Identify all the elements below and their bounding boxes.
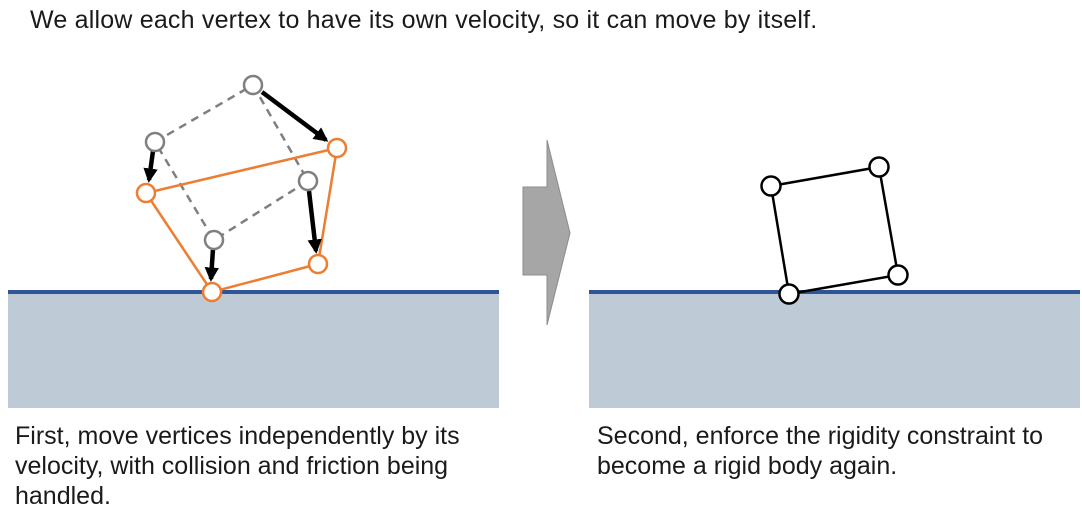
rigid-vertex	[887, 264, 909, 286]
right-caption: Second, enforce the rigidity constraint …	[597, 422, 1044, 480]
velocity-arrow	[143, 150, 158, 183]
new-vertex	[326, 137, 348, 159]
ground-right	[589, 292, 1080, 408]
old-vertex	[297, 170, 319, 192]
right-panel	[589, 156, 1080, 408]
left-caption: First, move vertices independently by it…	[15, 422, 460, 510]
new-vertex	[307, 253, 329, 275]
old-vertex	[242, 74, 264, 96]
rigid-body-box	[769, 165, 900, 296]
slide-title: We allow each vertex to have its own vel…	[30, 6, 818, 34]
velocity-arrow	[306, 190, 322, 254]
old-vertex	[144, 131, 166, 153]
old-vertex	[203, 229, 225, 251]
velocity-arrow	[204, 248, 219, 282]
new-vertex	[135, 182, 157, 204]
new-vertex	[201, 281, 223, 303]
old-position-box	[153, 83, 310, 242]
rigid-vertex	[868, 156, 890, 178]
velocity-arrow	[260, 90, 329, 142]
ground-left	[8, 292, 499, 408]
rigid-vertex	[760, 175, 782, 197]
rigid-vertex	[778, 283, 800, 305]
new-position-box	[143, 146, 339, 294]
right-chevron-arrow-icon	[522, 139, 571, 326]
left-panel	[8, 74, 499, 408]
